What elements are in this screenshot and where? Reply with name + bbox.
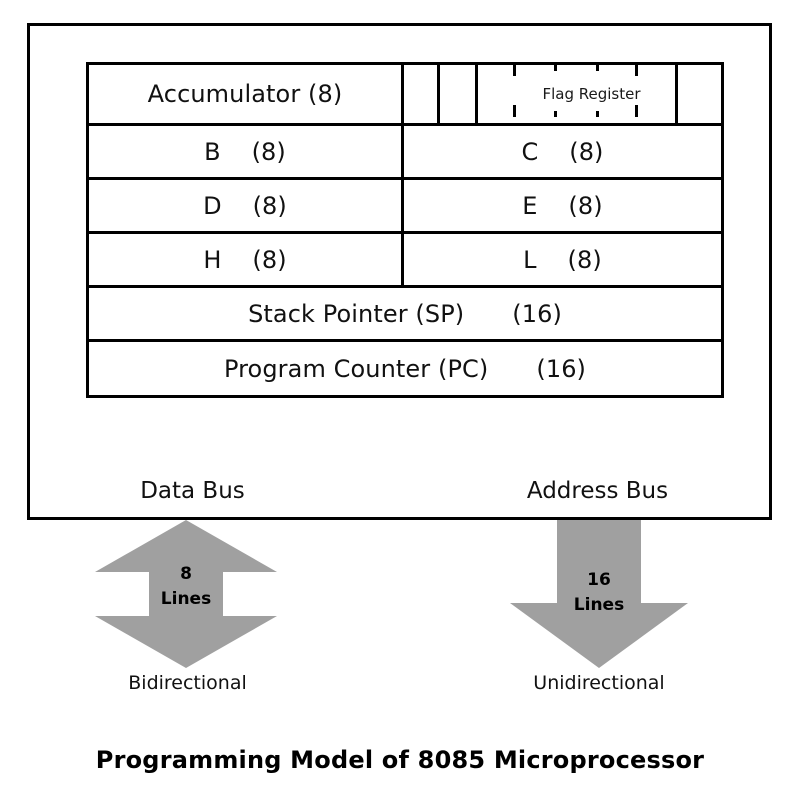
flag-tick-2 [554, 65, 557, 123]
table-row-accumulator-flags: Accumulator (8) Flag Register [89, 65, 721, 126]
stack-pointer-name: Stack Pointer (SP) [248, 299, 465, 328]
figure-title: Programming Model of 8085 Microprocessor [95, 746, 705, 774]
register-cell-stack-pointer: Stack Pointer (SP) (16) [89, 288, 721, 339]
register-cell-d: D (8) [89, 180, 404, 231]
register-cell-h: H (8) [89, 234, 404, 285]
table-row-de: D (8) E (8) [89, 180, 721, 234]
flag-tick-4 [635, 65, 638, 123]
flag-register-label: Flag Register [542, 85, 641, 103]
table-row-hl: H (8) L (8) [89, 234, 721, 288]
table-row-stack-pointer: Stack Pointer (SP) (16) [89, 288, 721, 342]
register-cell-accumulator: Accumulator (8) [89, 65, 404, 123]
register-cell-c: C (8) [521, 137, 604, 166]
table-row-program-counter: Program Counter (PC) (16) [89, 342, 721, 395]
flag-tick-1 [513, 65, 516, 123]
stack-pointer-size: (16) [512, 299, 562, 328]
table-row-bc: B (8) C (8) [89, 126, 721, 180]
address-bus-direction-caption: Unidirectional [533, 672, 665, 694]
flag-divider-1 [437, 65, 440, 123]
double-headed-vertical-arrow-icon [95, 520, 277, 668]
register-cell-l: L (8) [523, 245, 602, 274]
down-arrow-icon [510, 520, 688, 668]
program-counter-size: (16) [536, 354, 587, 383]
flag-divider-2 [475, 65, 478, 123]
register-cell-b: B (8) [89, 126, 404, 177]
register-table: Accumulator (8) Flag Register B (8) C (8… [86, 62, 724, 398]
flag-tick-3 [596, 65, 599, 123]
data-bus-label: Data Bus [140, 478, 245, 504]
data-bus-arrow: 8 Lines [95, 520, 277, 668]
register-cell-e: E (8) [522, 191, 603, 220]
address-bus-label: Address Bus [526, 478, 669, 504]
data-bus-direction-caption: Bidirectional [128, 672, 247, 694]
register-cell-program-counter: Program Counter (PC) (16) [89, 342, 721, 395]
address-bus-arrow: 16 Lines [510, 520, 688, 668]
program-counter-name: Program Counter (PC) [223, 354, 489, 383]
flag-register-cell-group: Flag Register [404, 65, 721, 123]
flag-divider-3 [675, 65, 678, 123]
